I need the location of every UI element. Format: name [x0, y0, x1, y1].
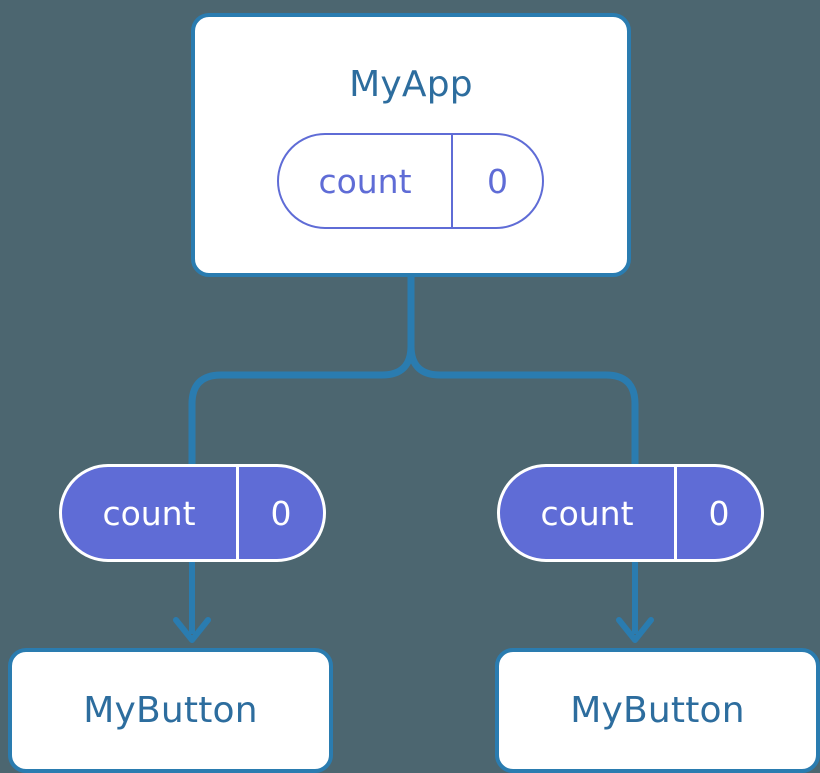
- props-pill-right-key: count: [500, 467, 677, 559]
- props-pill-left-value: 0: [270, 493, 292, 533]
- child-component-card-right[interactable]: MyButton: [495, 648, 820, 773]
- arrow-right-head: [616, 617, 654, 643]
- arrow-left-head: [173, 617, 211, 643]
- props-pill-left[interactable]: count 0: [59, 464, 326, 562]
- state-pill-count[interactable]: count 0: [277, 133, 544, 229]
- child-component-title-left: MyButton: [83, 689, 258, 731]
- state-pill-value: 0: [487, 161, 508, 201]
- connector-to-right-branch: [407, 345, 639, 466]
- child-component-title-right: MyButton: [570, 689, 745, 731]
- props-pill-left-key: count: [62, 467, 239, 559]
- state-pill-key: count: [279, 135, 453, 227]
- props-pill-right-value: 0: [708, 493, 730, 533]
- child-component-card-left[interactable]: MyButton: [8, 648, 333, 773]
- connector-to-left-branch: [188, 345, 415, 466]
- root-component-title: MyApp: [349, 64, 473, 105]
- props-pill-right[interactable]: count 0: [497, 464, 764, 562]
